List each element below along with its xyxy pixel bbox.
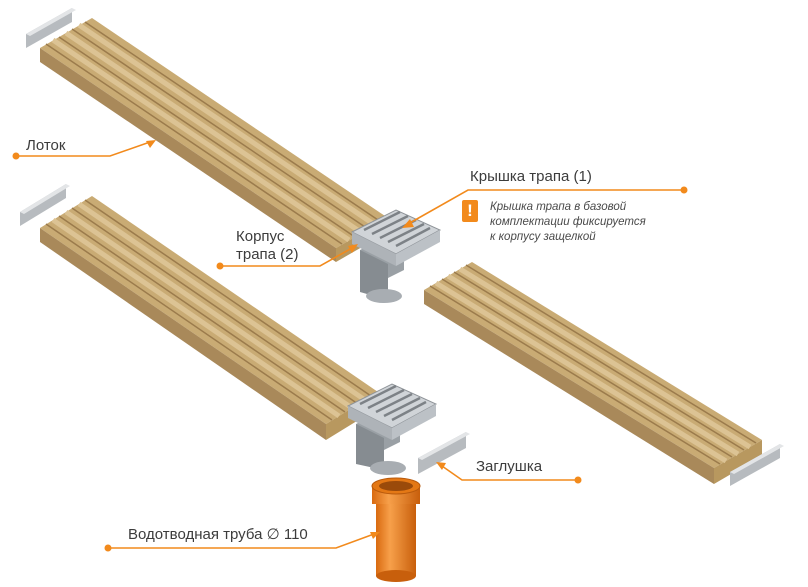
callout-dot-tray [12, 152, 20, 160]
tray-right [424, 262, 762, 484]
tray-middle-left [40, 196, 378, 440]
callout-dot-body [216, 262, 224, 270]
endcap-middle-left [20, 184, 70, 226]
callout-line-grate [407, 189, 684, 225]
drain-lower [346, 383, 438, 475]
arrowhead-tray [146, 140, 156, 148]
tray-top [40, 18, 388, 262]
endcap-top [26, 8, 76, 48]
callout-dot-endcap [574, 476, 582, 484]
callout-line-tray [16, 141, 151, 157]
drain-upper [350, 209, 442, 303]
label-body-line1: Корпус [236, 228, 285, 245]
callout-dot-pipe [104, 544, 112, 552]
note-line-3: к корпусу защелкой [490, 231, 596, 243]
callout-line-body [220, 247, 353, 267]
label-pipe: Водотводная труба ∅ 110 [128, 526, 308, 543]
endcap-center [418, 432, 470, 474]
arrowhead-endcap [436, 462, 446, 470]
label-grate: Крышка трапа (1) [470, 168, 592, 185]
callout-line-endcap [441, 465, 578, 481]
callout-dots [12, 152, 688, 552]
arrowhead-pipe [370, 532, 380, 539]
callout-lines [16, 141, 684, 549]
note-line-1: Крышка трапа в базовой [490, 201, 627, 213]
label-endcap: Заглушка [476, 458, 543, 475]
arrowhead-body [348, 244, 358, 253]
arrowhead-grate [402, 219, 414, 228]
drain-pipe [371, 477, 421, 582]
endcap-right [730, 444, 784, 486]
label-tray: Лоток [26, 137, 66, 154]
callout-dot-grate [680, 186, 688, 194]
callout-arrowheads [146, 140, 446, 539]
note-line-2: комплектации фиксируется [490, 216, 646, 228]
warning-icon: ! [462, 200, 478, 222]
callout-line-pipe [108, 533, 375, 549]
label-body-line2: трапа (2) [236, 246, 299, 263]
